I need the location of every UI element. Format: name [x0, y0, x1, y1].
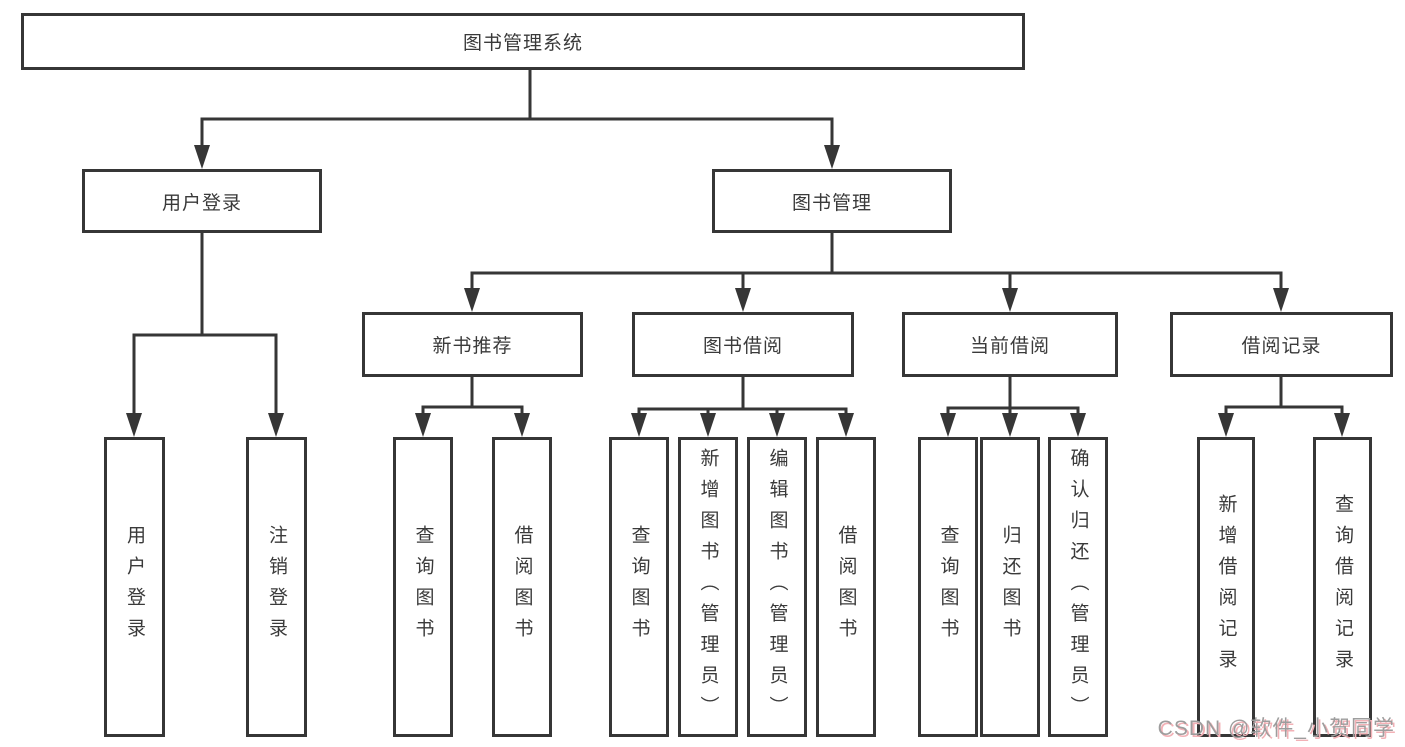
node-label: 查询图书 [628, 525, 650, 649]
node-label: 当前借阅 [969, 336, 1050, 357]
node-leaf-return-books: 归还图书 [980, 437, 1040, 737]
node-leaf-edit-books-admin: 编辑图书（管理员） [747, 437, 807, 737]
node-borrowing-records: 借阅记录 [1170, 312, 1393, 377]
node-leaf-add-books-admin: 新增图书（管理员） [678, 437, 738, 737]
node-leaf-confirm-return-admin: 确认归还（管理员） [1048, 437, 1108, 737]
node-label: 查询图书 [412, 525, 434, 649]
node-label: 图书管理 [791, 192, 872, 214]
node-leaf-query-books-current: 查询图书 [918, 437, 978, 737]
node-leaf-query-books-recommend: 查询图书 [393, 437, 453, 737]
node-label: 注销登录 [266, 525, 287, 649]
node-leaf-query-borrow-record: 查询借阅记录 [1313, 437, 1372, 737]
node-label: 新增借阅记录 [1215, 494, 1237, 680]
csdn-watermark: CSDN @软件_小贺同学 [1157, 717, 1395, 740]
node-leaf-borrow-books-borrowing: 借阅图书 [816, 437, 876, 737]
node-label: 借阅图书 [511, 525, 533, 649]
node-label: 图书管理系统 [462, 33, 583, 54]
node-label: 查询借阅记录 [1332, 494, 1353, 680]
node-label: 归还图书 [999, 525, 1021, 649]
node-leaf-borrow-books-recommend: 借阅图书 [492, 437, 552, 737]
node-leaf-add-borrow-record: 新增借阅记录 [1197, 437, 1255, 737]
node-library-management-system: 图书管理系统 [21, 13, 1025, 70]
node-new-book-recommendation: 新书推荐 [362, 312, 583, 377]
node-label: 图书借阅 [702, 336, 783, 357]
node-label: 编辑图书（管理员） [766, 447, 788, 727]
node-label: 查询图书 [937, 525, 959, 649]
node-leaf-logout-login: 注销登录 [246, 437, 307, 737]
node-book-management: 图书管理 [712, 169, 952, 233]
node-leaf-query-books-borrowing: 查询图书 [609, 437, 669, 737]
node-leaf-user-login: 用户登录 [104, 437, 165, 737]
node-label: 新书推荐 [432, 336, 513, 357]
node-current-borrowing: 当前借阅 [902, 312, 1118, 377]
node-label: 新增图书（管理员） [697, 447, 719, 727]
node-label: 借阅图书 [835, 525, 857, 649]
node-user-login: 用户登录 [82, 169, 322, 233]
node-label: 确认归还（管理员） [1067, 447, 1089, 727]
node-label: 借阅记录 [1241, 336, 1322, 357]
node-book-borrowing: 图书借阅 [632, 312, 854, 377]
node-label: 用户登录 [124, 525, 145, 649]
node-label: 用户登录 [161, 192, 242, 214]
